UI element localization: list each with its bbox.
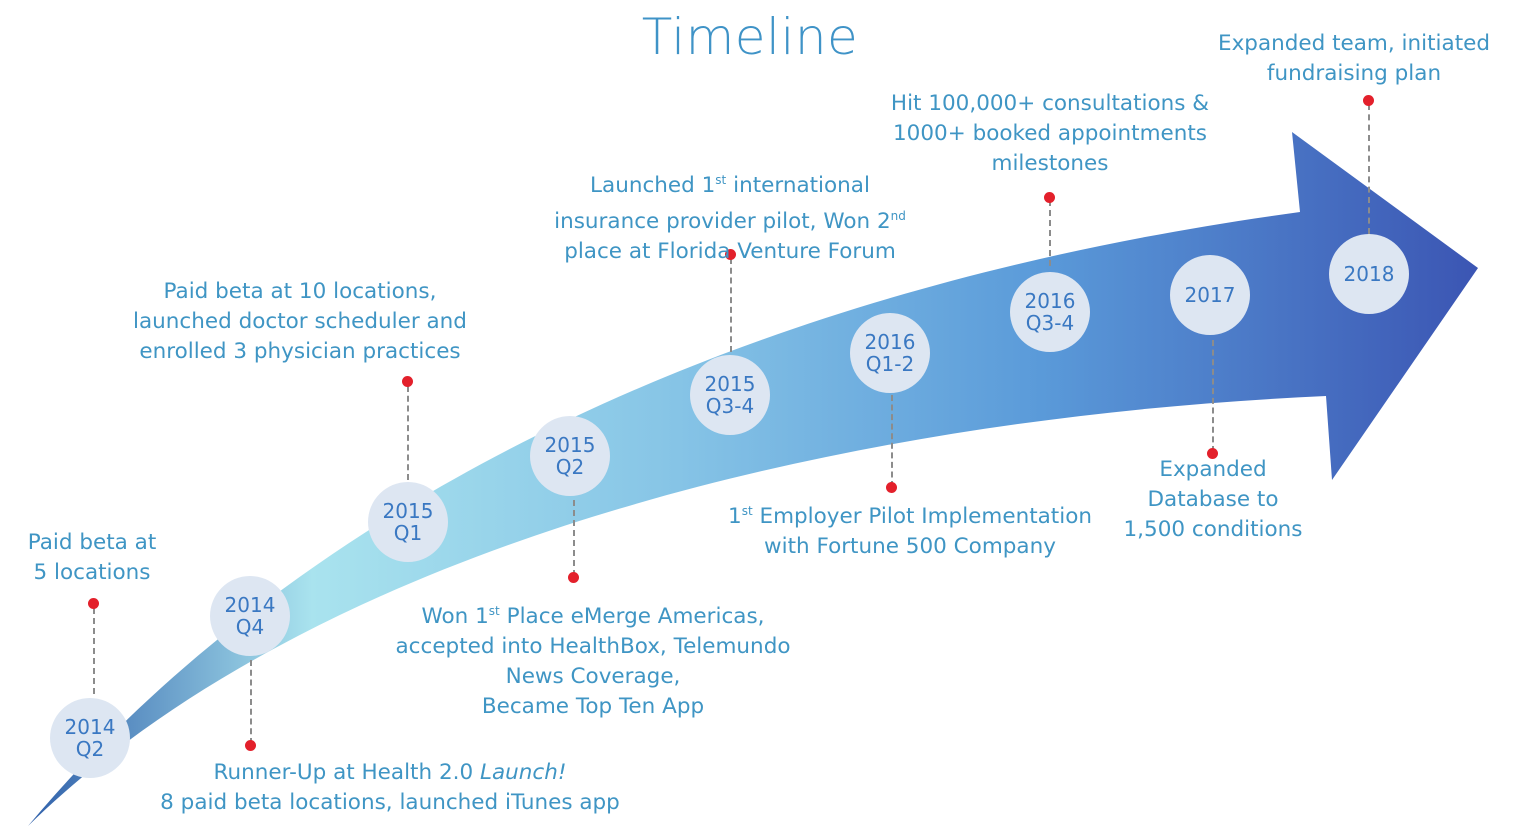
milestone-quarter: Q1 <box>393 521 423 545</box>
note-line: accepted into HealthBox, Telemundo <box>395 634 791 660</box>
note-line: insurance provider pilot, Won 2nd <box>520 201 940 237</box>
note-text: international <box>726 173 870 199</box>
milestone-2018: 2018 <box>1329 234 1409 314</box>
note-line: 1,500 conditions <box>1123 517 1303 542</box>
note-text: Runner-Up at Health 2.0 <box>213 760 480 785</box>
note-line: launched doctor scheduler and <box>133 309 467 334</box>
note-line: Launched 1st international <box>520 165 940 201</box>
note-line: Paid beta at <box>27 530 157 555</box>
milestone-quarter: Q3-4 <box>705 394 755 418</box>
milestone-2016-q3-4: 2016 Q3-4 <box>1010 272 1090 352</box>
note-text: Employer Pilot Implementation <box>752 504 1092 530</box>
milestone-2015-q1: 2015 Q1 <box>368 482 448 562</box>
milestone-2015-q3-4: 2015 Q3-4 <box>690 355 770 435</box>
note-line: Paid beta at 10 locations, <box>163 279 437 304</box>
connector-2016-q1-2 <box>891 395 893 487</box>
note-line: 8 paid beta locations, launched iTunes a… <box>160 790 620 815</box>
note-line: milestones <box>991 151 1109 176</box>
milestone-quarter: Q4 <box>235 615 265 639</box>
marker-dot-2015-q2 <box>568 572 579 583</box>
milestone-year: 2017 <box>1184 283 1236 307</box>
milestone-2017: 2017 <box>1170 255 1250 335</box>
connector-2014-q4 <box>250 660 252 744</box>
note-text: insurance provider pilot, Won 2 <box>554 209 891 235</box>
note-superscript: st <box>715 173 727 187</box>
note-line: place at Florida Venture Forum <box>564 239 896 265</box>
note-text: Won 1 <box>421 604 489 630</box>
marker-dot-2014-q2 <box>88 598 99 609</box>
milestone-year: 2014 <box>64 715 116 739</box>
connector-2014-q2 <box>93 608 95 694</box>
milestone-year: 2018 <box>1343 262 1395 286</box>
note-line: Became Top Ten App <box>481 694 705 720</box>
marker-dot-2017 <box>1207 448 1218 459</box>
note-2014-q4: Runner-Up at Health 2.0 Launch! 8 paid b… <box>120 758 660 818</box>
connector-2018 <box>1368 104 1370 234</box>
connector-2015-q1 <box>407 386 409 480</box>
note-line: 1st Employer Pilot Implementation <box>700 496 1120 532</box>
note-2018: Expanded team, initiated fundraising pla… <box>1196 29 1512 89</box>
milestone-year: 2016 <box>1024 289 1076 313</box>
connector-2016-q3-4 <box>1049 200 1051 266</box>
note-2016-q3-4: Hit 100,000+ consultations & 1000+ booke… <box>860 89 1240 179</box>
connector-2015-q2 <box>573 500 575 576</box>
milestone-quarter: Q2 <box>75 737 105 761</box>
note-line: Expanded <box>1159 457 1267 482</box>
note-line: with Fortune 500 Company <box>764 534 1056 560</box>
milestone-quarter: Q1-2 <box>865 352 915 376</box>
milestone-quarter: Q2 <box>555 455 585 479</box>
milestone-2014-q2: 2014 Q2 <box>50 698 130 778</box>
marker-dot-2016-q3-4 <box>1044 192 1055 203</box>
milestone-year: 2015 <box>544 433 596 457</box>
milestone-year: 2016 <box>864 330 916 354</box>
marker-dot-2018 <box>1363 95 1374 106</box>
milestone-year: 2014 <box>224 593 276 617</box>
connector-2015-q3-4 <box>730 258 732 352</box>
note-line: Won 1st Place eMerge Americas, <box>368 596 818 632</box>
note-line: News Coverage, <box>505 664 681 690</box>
note-text: Launched 1 <box>590 173 716 199</box>
note-2016-q1-2: 1st Employer Pilot Implementation with F… <box>700 496 1120 562</box>
note-2015-q2: Won 1st Place eMerge Americas, accepted … <box>368 596 818 722</box>
note-superscript: nd <box>890 209 906 224</box>
note-superscript: st <box>488 604 500 618</box>
note-text: Place eMerge Americas, <box>499 604 765 630</box>
marker-dot-2014-q4 <box>245 740 256 751</box>
note-2014-q2: Paid beta at 5 locations <box>2 528 182 588</box>
milestone-year: 2015 <box>382 499 434 523</box>
note-line: 1000+ booked appointments <box>893 121 1207 146</box>
milestone-2015-q2: 2015 Q2 <box>530 416 610 496</box>
marker-dot-2015-q3-4 <box>725 249 736 260</box>
note-line: Expanded team, initiated <box>1217 31 1490 56</box>
note-line: enrolled 3 physician practices <box>139 339 461 364</box>
page-title: Timeline <box>641 8 859 66</box>
note-line: Runner-Up at Health 2.0 Launch! <box>120 758 660 788</box>
arrow-shape <box>28 132 1478 826</box>
note-line: Hit 100,000+ consultations & <box>890 91 1210 116</box>
milestone-2016-q1-2: 2016 Q1-2 <box>850 313 930 393</box>
note-2017: Expanded Database to 1,500 conditions <box>1100 455 1326 545</box>
note-line: fundraising plan <box>1266 61 1442 86</box>
note-text: 1 <box>728 504 742 530</box>
connector-2017 <box>1212 340 1214 452</box>
marker-dot-2016-q1-2 <box>886 482 897 493</box>
marker-dot-2015-q1 <box>402 376 413 387</box>
note-line: Database to <box>1147 487 1279 512</box>
note-emphasis: Launch! <box>479 760 567 785</box>
milestone-year: 2015 <box>704 372 756 396</box>
note-superscript: st <box>741 504 753 518</box>
note-2015-q1: Paid beta at 10 locations, launched doct… <box>100 277 500 367</box>
note-2015-q3-4: Launched 1st international insurance pro… <box>520 165 940 267</box>
note-line: 5 locations <box>33 560 151 585</box>
milestone-quarter: Q3-4 <box>1025 311 1075 335</box>
milestone-2014-q4: 2014 Q4 <box>210 576 290 656</box>
